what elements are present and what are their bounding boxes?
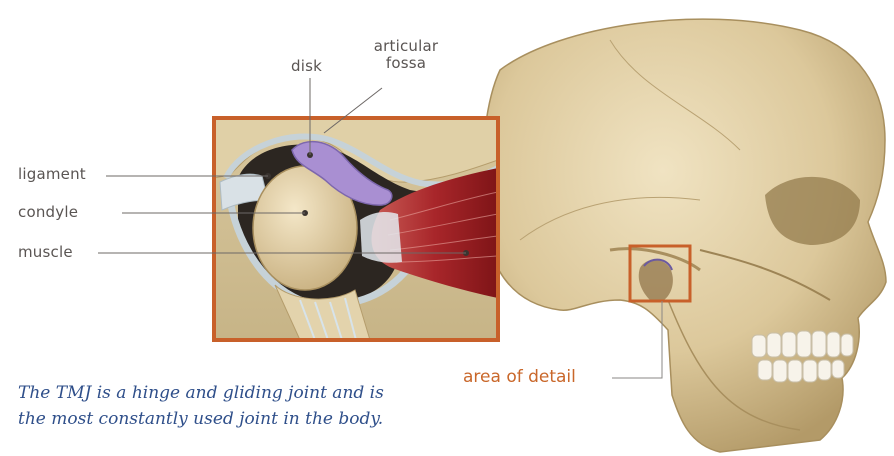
label-muscle: muscle <box>18 244 73 261</box>
label-condyle: condyle <box>18 204 78 221</box>
caption-line-2: the most constantly used joint in the bo… <box>18 406 458 432</box>
label-disk: disk <box>291 58 322 75</box>
inset-illustration <box>214 118 498 340</box>
label-area-of-detail: area of detail <box>463 367 576 387</box>
skull-illustration <box>480 19 886 452</box>
label-ligament: ligament <box>18 166 86 183</box>
caption-line-1: The TMJ is a hinge and gliding joint and… <box>18 380 458 406</box>
label-articular-fossa-line1: articular <box>358 38 454 55</box>
label-articular-fossa-line2: fossa <box>358 55 454 72</box>
caption: The TMJ is a hinge and gliding joint and… <box>18 380 458 432</box>
label-articular-fossa: articular fossa <box>358 38 454 72</box>
